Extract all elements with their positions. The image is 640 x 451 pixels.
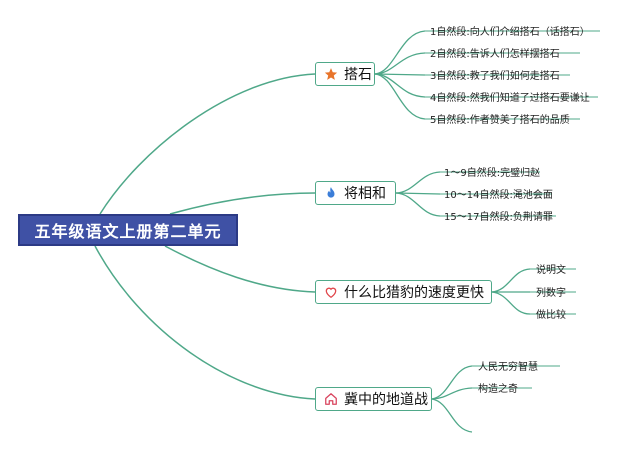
leaf-item: 人民无穷智慧 — [478, 362, 538, 373]
root-label: 五年级语文上册第二单元 — [34, 222, 222, 241]
leaf-item: 5自然段:作者赞美了搭石的品质 — [430, 115, 570, 126]
branch-label: 将相和 — [344, 186, 386, 202]
leaf-item: 10～14自然段:渑池会面 — [444, 190, 553, 201]
flame-icon — [324, 186, 338, 200]
branch-jiangxianghe[interactable]: 将相和 — [315, 181, 396, 205]
leaf-item: 1～9自然段:完璧归赵 — [444, 168, 541, 179]
leaf-item: 列数字 — [536, 288, 566, 299]
star-icon — [324, 67, 338, 81]
leaf-item: 构造之奇 — [478, 384, 518, 395]
branch-dashi[interactable]: 搭石 — [315, 62, 375, 86]
heart-icon — [324, 285, 338, 299]
branch-liebao[interactable]: 什么比猎豹的速度更快 — [315, 280, 492, 304]
leaf-item: 4自然段:然我们知道了过搭石要谦让 — [430, 93, 590, 104]
leaf-item: 1自然段:向人们介绍搭石（话搭石） — [430, 27, 590, 38]
home-icon — [324, 392, 338, 406]
leaf-item: 说明文 — [536, 265, 566, 276]
branch-label: 搭石 — [344, 67, 372, 83]
leaf-item: 做比较 — [536, 310, 566, 321]
leaf-item: 3自然段:教了我们如何走搭石 — [430, 71, 560, 82]
branch-label: 冀中的地道战 — [344, 392, 428, 408]
branch-didaozhan[interactable]: 冀中的地道战 — [315, 387, 432, 411]
branch-label: 什么比猎豹的速度更快 — [344, 285, 484, 301]
root-topic[interactable]: 五年级语文上册第二单元 — [18, 214, 238, 246]
leaf-item: 15～17自然段:负荆请罪 — [444, 212, 553, 223]
leaf-item: 2自然段:告诉人们怎样摆搭石 — [430, 49, 560, 60]
